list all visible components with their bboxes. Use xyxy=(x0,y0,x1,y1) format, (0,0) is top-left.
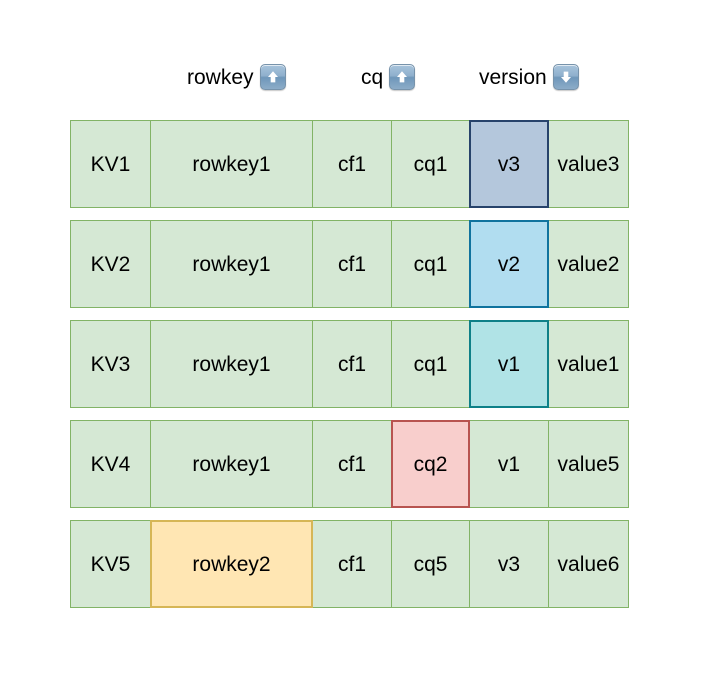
cell-version-highlighted: v3 xyxy=(469,120,549,208)
cell-kv: KV4 xyxy=(70,420,151,508)
cell-value: value6 xyxy=(548,520,629,608)
table-row: KV2 rowkey1 cf1 cq1 v2 value2 xyxy=(70,220,632,308)
cell-rowkey: rowkey1 xyxy=(150,420,313,508)
sort-label-version: version xyxy=(479,64,579,90)
cell-cf: cf1 xyxy=(312,220,392,308)
cell-version-highlighted: v2 xyxy=(469,220,549,308)
cell-value: value5 xyxy=(548,420,629,508)
cell-kv: KV5 xyxy=(70,520,151,608)
sort-label-rowkey: rowkey xyxy=(187,64,286,90)
cell-kv: KV3 xyxy=(70,320,151,408)
table-row: KV4 rowkey1 cf1 cq2 v1 value5 xyxy=(70,420,632,508)
cell-value: value3 xyxy=(548,120,629,208)
keyvalue-table: KV1 rowkey1 cf1 cq1 v3 value3 KV2 rowkey… xyxy=(70,120,632,620)
cell-cq: cq1 xyxy=(391,320,470,408)
cell-rowkey-highlighted: rowkey2 xyxy=(150,520,313,608)
cell-kv: KV1 xyxy=(70,120,151,208)
cell-cq-highlighted: cq2 xyxy=(391,420,470,508)
table-row: KV1 rowkey1 cf1 cq1 v3 value3 xyxy=(70,120,632,208)
cell-version: v3 xyxy=(469,520,549,608)
cell-value: value1 xyxy=(548,320,629,408)
cell-cf: cf1 xyxy=(312,520,392,608)
cell-rowkey: rowkey1 xyxy=(150,320,313,408)
cell-rowkey: rowkey1 xyxy=(150,120,313,208)
cell-rowkey: rowkey1 xyxy=(150,220,313,308)
sort-label-rowkey-text: rowkey xyxy=(187,65,254,89)
cell-cf: cf1 xyxy=(312,320,392,408)
cell-cq: cq1 xyxy=(391,120,470,208)
table-row: KV5 rowkey2 cf1 cq5 v3 value6 xyxy=(70,520,632,608)
cell-cq: cq1 xyxy=(391,220,470,308)
arrow-up-icon xyxy=(389,64,416,90)
sort-label-cq-text: cq xyxy=(361,65,384,89)
arrow-up-icon xyxy=(259,64,286,90)
sort-header: rowkey cq version xyxy=(0,58,704,94)
cell-version: v1 xyxy=(469,420,549,508)
cell-cf: cf1 xyxy=(312,120,392,208)
sort-label-version-text: version xyxy=(479,65,547,89)
cell-cq: cq5 xyxy=(391,520,470,608)
cell-cf: cf1 xyxy=(312,420,392,508)
cell-value: value2 xyxy=(548,220,629,308)
cell-kv: KV2 xyxy=(70,220,151,308)
arrow-down-icon xyxy=(552,64,579,90)
sort-label-cq: cq xyxy=(361,64,416,90)
table-row: KV3 rowkey1 cf1 cq1 v1 value1 xyxy=(70,320,632,408)
cell-version-highlighted: v1 xyxy=(469,320,549,408)
